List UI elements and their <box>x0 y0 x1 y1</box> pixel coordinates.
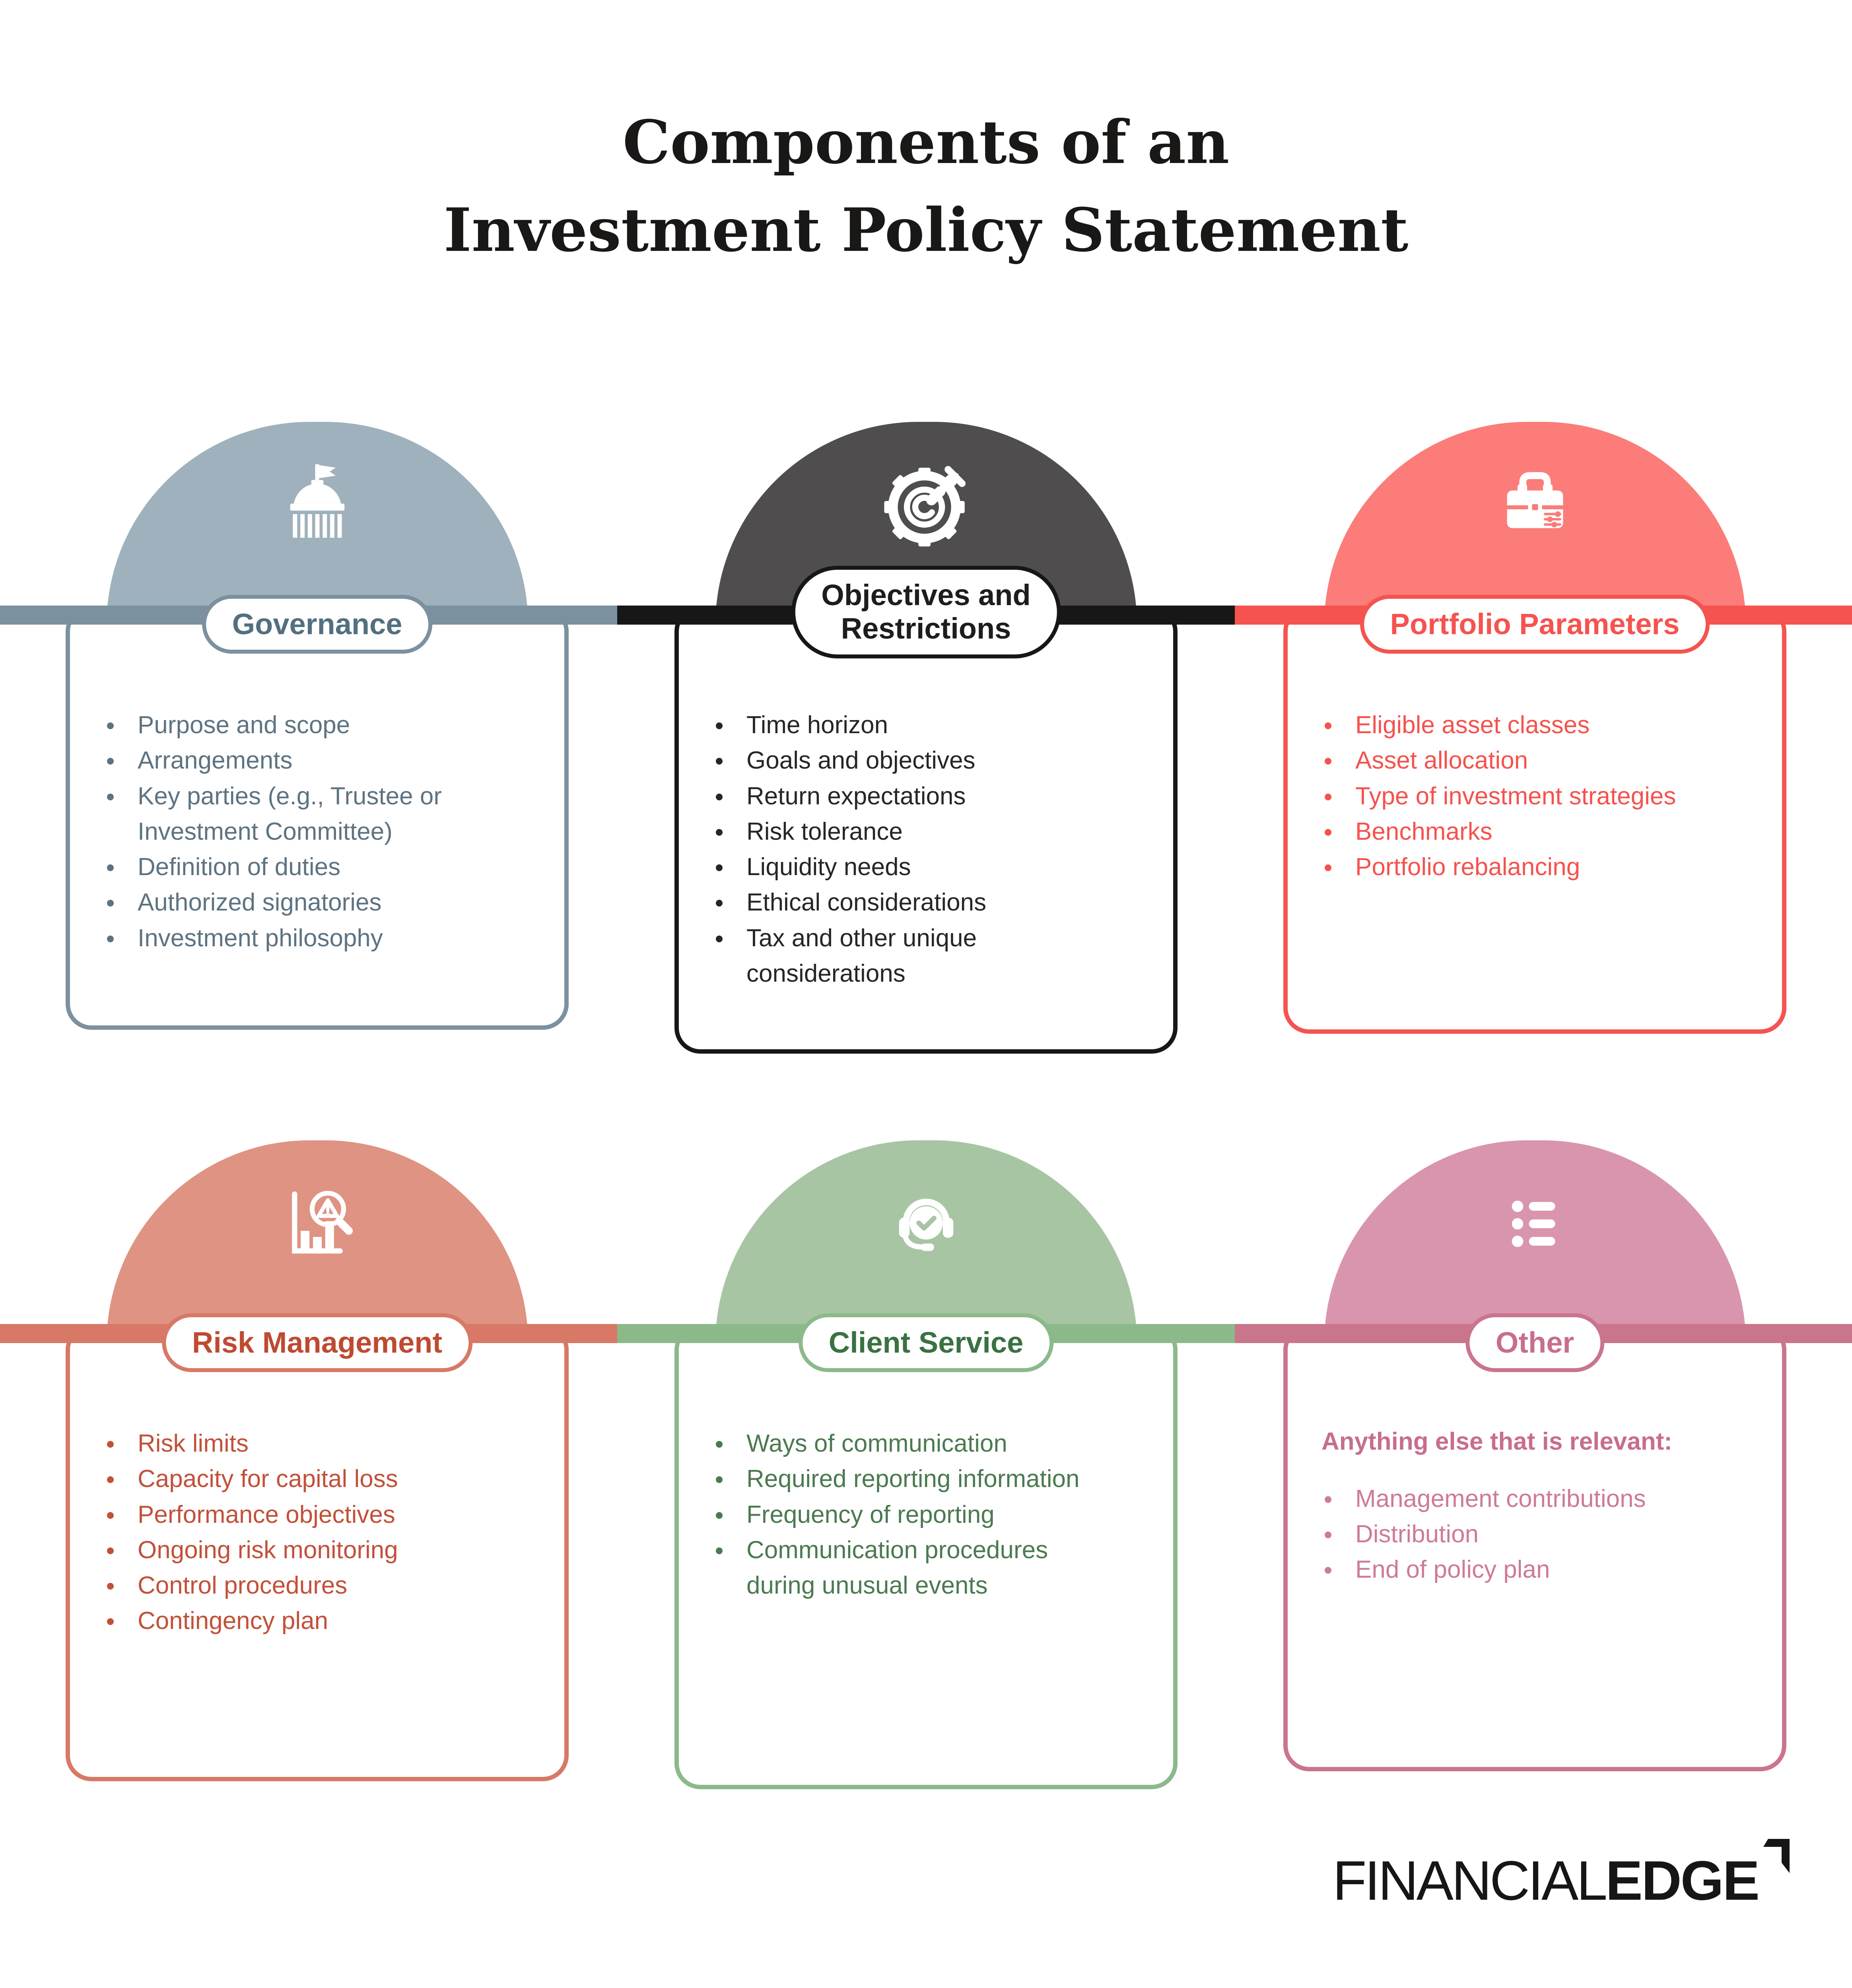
list-item: Communication procedures during unusual … <box>713 1532 1119 1604</box>
card-label: Risk Management <box>161 1313 473 1373</box>
list-item: Benchmarks <box>1321 814 1728 849</box>
list-item: Tax and other unique considerations <box>713 920 1119 992</box>
briefcase-icon <box>1507 472 1563 528</box>
corner-arrow-icon <box>1763 1839 1790 1873</box>
gear-target-icon <box>884 466 966 547</box>
card-heading: Anything else that is relevant: <box>1321 1428 1672 1455</box>
list-item: Type of investment strategies <box>1321 779 1728 814</box>
list-item: Performance objectives <box>104 1497 511 1532</box>
list-item: Return expectations <box>713 779 1119 814</box>
card-other: Other Anything else that is relevant: Ma… <box>1283 1140 1786 1790</box>
list-item: Distribution <box>1321 1516 1728 1552</box>
list-item: Ongoing risk monitoring <box>104 1532 511 1568</box>
list-item: Investment philosophy <box>104 920 511 956</box>
page-title: Components of an Investment Policy State… <box>0 99 1852 274</box>
card-portfolio-parameters: Portfolio Parameters Eligible asset clas… <box>1283 422 1786 1054</box>
list-item: Control procedures <box>104 1568 511 1603</box>
list-item: Portfolio rebalancing <box>1321 849 1728 885</box>
list-item: Management contributions <box>1321 1481 1728 1516</box>
list-item: Risk tolerance <box>713 814 1119 849</box>
list-item: End of policy plan <box>1321 1552 1728 1587</box>
card-label: Other <box>1465 1313 1605 1373</box>
card-objectives-restrictions: Objectives and Restrictions Time horizon… <box>674 422 1178 1054</box>
brand-edge: EDGE <box>1605 1849 1760 1912</box>
list-item: Contingency plan <box>104 1603 511 1639</box>
list-item: Risk limits <box>104 1426 511 1461</box>
page-title-line2: Investment Policy Statement <box>443 195 1409 265</box>
list-item: Liquidity needs <box>713 849 1119 885</box>
list-item: Eligible asset classes <box>1321 707 1728 743</box>
bullet-list-icon <box>1512 1200 1555 1247</box>
list-item: Key parties (e.g., Trustee or Investment… <box>104 779 511 850</box>
chart-magnifier-warning-icon <box>292 1190 353 1254</box>
list-item: Goals and objectives <box>713 743 1119 778</box>
list-item: Asset allocation <box>1321 743 1728 778</box>
list-item: Ways of communication <box>713 1426 1119 1461</box>
list-item: Authorized signatories <box>104 885 511 920</box>
list-item: Ethical considerations <box>713 885 1119 920</box>
list-item: Frequency of reporting <box>713 1497 1119 1532</box>
headset-support-icon <box>899 1198 953 1251</box>
card-label: Portfolio Parameters <box>1360 595 1710 654</box>
list-item: Purpose and scope <box>104 707 511 743</box>
card-body: Anything else that is relevant: Manageme… <box>1283 1324 1786 1771</box>
financial-edge-logo: FINANCIAL EDGE <box>1333 1838 1790 1908</box>
card-label: Objectives and Restrictions <box>791 566 1061 658</box>
list-item: Definition of duties <box>104 849 511 885</box>
card-label: Client Service <box>798 1313 1054 1373</box>
list-item: Required reporting information <box>713 1461 1119 1497</box>
card-label: Governance <box>202 595 433 654</box>
page-title-line1: Components of an <box>622 107 1230 177</box>
list-item: Arrangements <box>104 743 511 778</box>
capitol-building-icon <box>290 464 344 538</box>
list-item: Time horizon <box>713 707 1119 743</box>
brand-financial: FINANCIAL <box>1332 1849 1607 1912</box>
list-item: Capacity for capital loss <box>104 1461 511 1497</box>
